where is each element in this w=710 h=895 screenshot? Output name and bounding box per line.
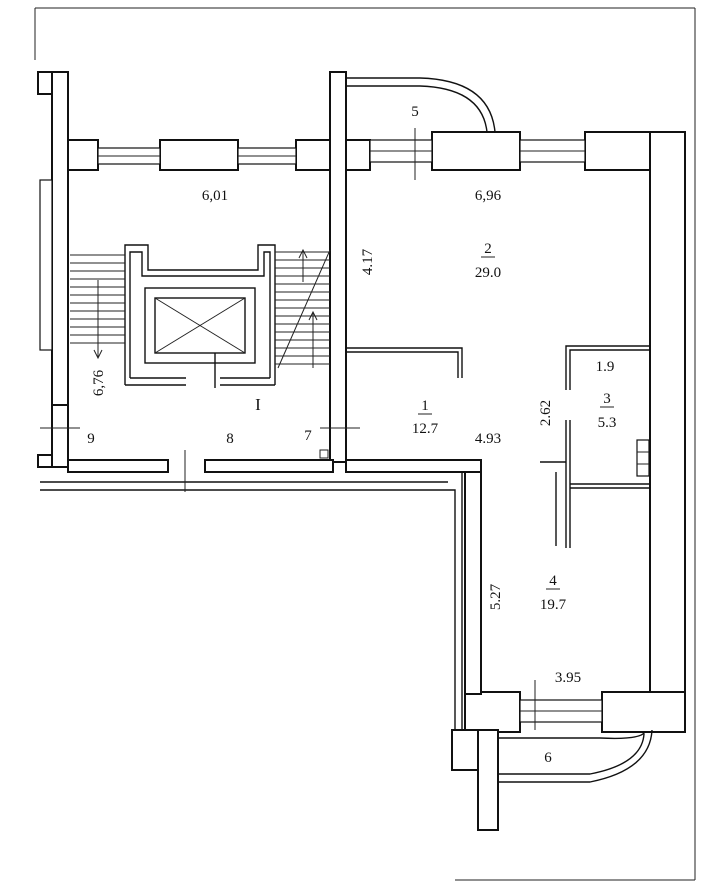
room4-width-label: 3.95	[555, 670, 581, 686]
outer-walls	[37, 71, 686, 831]
corridor-width-label: 4.93	[475, 431, 501, 447]
stairwell	[70, 244, 331, 388]
room2-width-label: 6,96	[475, 188, 502, 204]
stair-arrow-down	[93, 280, 103, 360]
room3-area: 5.3	[598, 415, 617, 431]
marker-labels: 5 6 7 8 9	[87, 104, 552, 766]
room1-area: 12.7	[412, 421, 439, 437]
room2-number: 2	[484, 241, 492, 257]
stairwell-number: I	[255, 395, 261, 414]
stair-arrow-up-1	[298, 248, 308, 282]
room2-area: 29.0	[475, 265, 501, 281]
door-9-marker: 9	[87, 431, 95, 447]
room3-width-label: 1.9	[596, 359, 615, 375]
stair-arrow-up-2	[308, 310, 318, 368]
stair-width-label: 6,01	[202, 188, 228, 204]
room4-depth-label: 5.27	[488, 583, 504, 610]
door-7-marker: 7	[304, 428, 312, 444]
windows	[39, 139, 603, 723]
hall-8-marker: 8	[226, 431, 234, 447]
room4-area: 19.7	[540, 597, 567, 613]
room1-number: 1	[421, 398, 429, 414]
dimension-labels: 6,01 6,96 4.17 6,76 4.93 1.9 2.62 5.27 3…	[91, 188, 614, 686]
room3-number: 3	[603, 391, 611, 407]
balcony-bottom-marker: 6	[544, 750, 552, 766]
room3-depth-label: 2.62	[538, 400, 554, 426]
partitions	[40, 128, 650, 730]
page-frame	[34, 7, 696, 881]
balconies	[346, 77, 653, 783]
room-labels: 1 12.7 2 29.0 3 5.3 4 19.7 I	[255, 241, 616, 613]
room2-depth-label: 4.17	[360, 248, 376, 275]
room4-number: 4	[549, 573, 557, 589]
elevator-shaft	[154, 297, 246, 354]
balcony-top-marker: 5	[411, 104, 419, 120]
stair-length-label: 6,76	[91, 369, 107, 396]
